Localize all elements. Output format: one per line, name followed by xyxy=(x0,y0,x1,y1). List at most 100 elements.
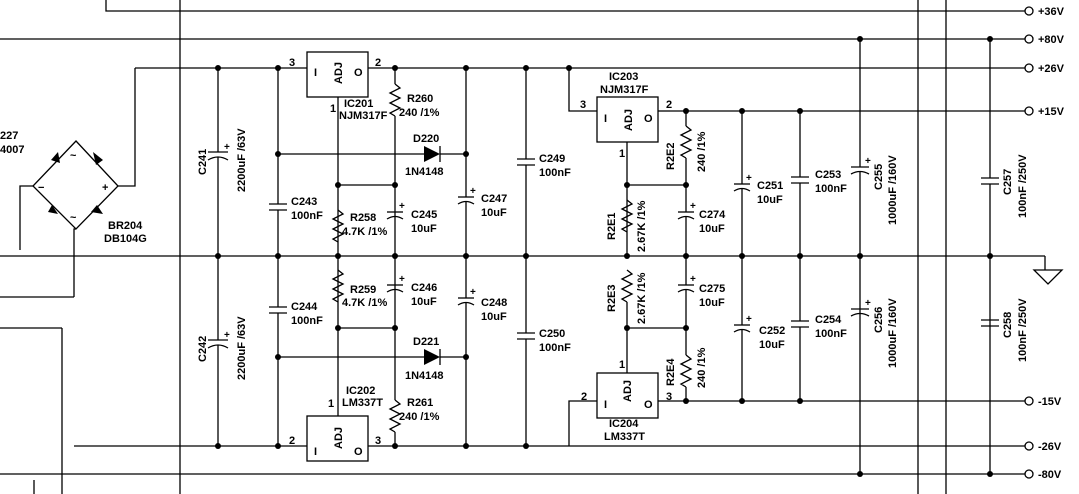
svg-text:C252: C252 xyxy=(759,325,785,337)
ground-symbol xyxy=(1032,256,1064,285)
rail-terminals xyxy=(1024,6,1034,479)
svg-text:+: + xyxy=(690,201,696,212)
rail-wires xyxy=(0,0,1045,494)
ic203-part: NJM317F xyxy=(600,84,649,96)
resistor-r258 xyxy=(331,209,345,243)
svg-text:O: O xyxy=(644,113,653,125)
capacitor-c247 xyxy=(457,68,475,256)
capacitor-c254 xyxy=(791,256,809,401)
svg-text:2: 2 xyxy=(375,57,381,69)
svg-text:ADJ: ADJ xyxy=(622,380,634,402)
svg-text:10uF: 10uF xyxy=(481,311,507,323)
svg-text:C253: C253 xyxy=(815,169,841,181)
svg-text:10uF: 10uF xyxy=(411,223,437,235)
svg-text:C250: C250 xyxy=(539,328,565,340)
svg-text:I: I xyxy=(314,67,317,79)
ic201-part: NJM317F xyxy=(339,110,388,122)
diode-d221 xyxy=(278,349,466,365)
svg-text:I: I xyxy=(604,113,607,125)
svg-text:R259: R259 xyxy=(350,284,376,296)
svg-text:+: + xyxy=(746,173,752,184)
svg-text:1: 1 xyxy=(330,103,336,115)
svg-text:+: + xyxy=(224,330,230,341)
svg-text:I: I xyxy=(604,399,607,411)
capacitor-c241 xyxy=(207,68,229,256)
svg-text:C249: C249 xyxy=(539,153,565,165)
capacitor-c243 xyxy=(269,68,287,256)
svg-text:D221: D221 xyxy=(413,336,439,348)
svg-text:2: 2 xyxy=(666,99,672,111)
svg-text:D220: D220 xyxy=(413,133,439,145)
svg-text:2.67K /1%: 2.67K /1% xyxy=(636,200,648,252)
svg-text:C275: C275 xyxy=(699,283,725,295)
svg-text:3: 3 xyxy=(580,99,586,111)
br204-label: BR204 xyxy=(108,220,143,232)
svg-text:10uF: 10uF xyxy=(411,296,437,308)
svg-text:+: + xyxy=(746,314,752,325)
svg-text:100nF: 100nF xyxy=(291,315,323,327)
svg-text:1: 1 xyxy=(328,398,334,410)
svg-text:10uF: 10uF xyxy=(757,194,783,206)
svg-text:C242: C242 xyxy=(197,336,209,362)
svg-text:2: 2 xyxy=(581,391,587,403)
svg-text:240 /1%: 240 /1% xyxy=(696,347,708,388)
svg-text:R258: R258 xyxy=(350,212,376,224)
svg-text:R2E3: R2E3 xyxy=(606,284,618,312)
svg-text:240 /1%: 240 /1% xyxy=(696,131,708,172)
capacitor-c274 xyxy=(677,185,695,256)
svg-text:4.7K /1%: 4.7K /1% xyxy=(342,297,387,309)
svg-text:C243: C243 xyxy=(291,196,317,208)
rail-label-plus36v: +36V xyxy=(1038,6,1065,18)
svg-text:+: + xyxy=(470,287,476,298)
partial-label-227: 227 xyxy=(0,130,18,142)
svg-text:+: + xyxy=(399,274,405,285)
svg-text:3: 3 xyxy=(289,57,295,69)
rail-label-minus80v: -80V xyxy=(1038,469,1062,481)
svg-text:+: + xyxy=(399,201,405,212)
svg-text:R2E2: R2E2 xyxy=(665,142,677,170)
svg-text:+: + xyxy=(690,274,696,285)
svg-text:~: ~ xyxy=(70,150,77,162)
capacitor-c258 xyxy=(981,319,999,327)
regulator-ic203: I ADJ O 3 2 1 xyxy=(568,68,672,256)
diode-d220 xyxy=(278,146,466,162)
ic203-label: IC203 xyxy=(609,71,638,83)
svg-text:C248: C248 xyxy=(481,297,507,309)
svg-text:100nF: 100nF xyxy=(539,342,571,354)
capacitor-c242 xyxy=(207,256,229,446)
svg-text:1000uF /160V: 1000uF /160V xyxy=(887,155,899,225)
ic202-label: IC202 xyxy=(346,385,375,397)
svg-text:2.67K /1%: 2.67K /1% xyxy=(636,272,648,324)
capacitor-c248 xyxy=(457,256,475,446)
capacitor-c245 xyxy=(386,211,404,220)
capacitor-c251 xyxy=(733,111,751,256)
ic204-part: LM337T xyxy=(604,431,645,443)
resistor-r2e3 xyxy=(620,269,686,329)
svg-text:1000uF /160V: 1000uF /160V xyxy=(887,298,899,368)
svg-text:2: 2 xyxy=(289,435,295,447)
svg-text:100nF: 100nF xyxy=(815,183,847,195)
ic201-label: IC201 xyxy=(344,98,373,110)
resistor-r2e1 xyxy=(620,199,634,233)
resistor-r260 xyxy=(388,68,402,256)
svg-text:O: O xyxy=(644,399,653,411)
capacitor-c249 xyxy=(517,68,535,256)
rail-label-minus26v: -26V xyxy=(1038,441,1062,453)
svg-text:240 /1%: 240 /1% xyxy=(399,107,440,119)
svg-text:2200uF /63V: 2200uF /63V xyxy=(236,316,248,380)
br204-part: DB104G xyxy=(104,233,147,245)
capacitor-c257 xyxy=(981,39,999,474)
svg-text:+: + xyxy=(470,186,476,197)
svg-text:1: 1 xyxy=(619,359,625,371)
svg-text:C256: C256 xyxy=(873,307,885,333)
capacitor-c244 xyxy=(269,256,287,446)
svg-text:+: + xyxy=(224,142,230,153)
svg-text:C258: C258 xyxy=(1002,312,1014,338)
svg-text:2200uF /63V: 2200uF /63V xyxy=(236,128,248,192)
svg-text:1N4148: 1N4148 xyxy=(405,166,444,178)
ic202-part: LM337T xyxy=(342,397,383,409)
svg-text:C251: C251 xyxy=(757,180,783,192)
svg-text:+: + xyxy=(102,182,108,194)
svg-text:O: O xyxy=(354,67,363,79)
